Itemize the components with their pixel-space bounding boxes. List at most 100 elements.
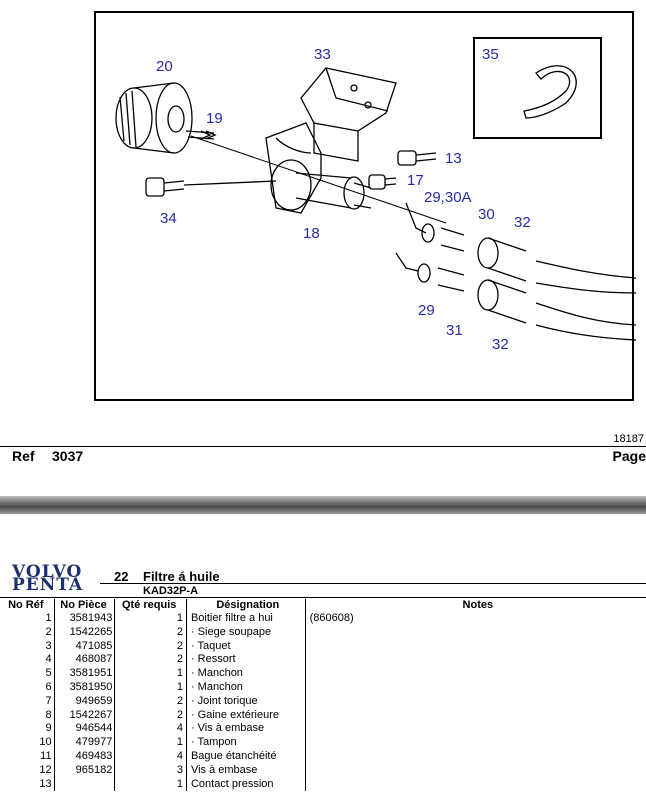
- callout-31: 31: [446, 322, 463, 339]
- callout-19: 19: [206, 110, 223, 127]
- cell-part: 3581943: [53, 612, 115, 626]
- cell-notes: [304, 777, 646, 792]
- callout-13: 13: [445, 150, 462, 167]
- cell-notes: (860608): [304, 612, 646, 626]
- cell-notes: [304, 625, 646, 640]
- callout-30: 30: [478, 206, 495, 223]
- cell-qty: 3: [114, 763, 187, 778]
- cell-notes: [304, 639, 646, 654]
- cell-ref: 5: [45, 667, 52, 680]
- bracket-drawing: [300, 67, 397, 162]
- cell-notes: [304, 680, 646, 695]
- cell-designation: · Ressort: [185, 653, 306, 668]
- table-top-rule: [0, 597, 646, 598]
- col-part: No Pièce: [53, 599, 115, 612]
- cell-part: 949659: [53, 694, 115, 709]
- cell-qty: 1: [114, 612, 187, 626]
- cell-part: 471085: [53, 639, 115, 654]
- callout-29: 29: [418, 302, 435, 319]
- cell-ref: 1: [45, 612, 52, 624]
- cell-designation: · Vis à embase: [185, 722, 306, 737]
- cell-designation: · Manchon: [185, 667, 306, 681]
- callout-32-upper: 32: [514, 214, 531, 231]
- hose-fitting-upper: [477, 237, 499, 269]
- cell-ref: 10: [39, 736, 52, 749]
- callout-18: 18: [303, 225, 320, 242]
- col-designation: Désignation: [185, 599, 306, 612]
- cell-qty: 2: [114, 625, 187, 640]
- seal-ring-lower: [417, 263, 431, 283]
- cell-notes: [304, 694, 646, 709]
- cell-designation: · Taquet: [185, 639, 306, 654]
- sensor-17-drawing: [368, 174, 386, 190]
- parts-table: No Réf No Pièce Qté requis Désignation N…: [0, 599, 646, 792]
- cell-ref: 9: [45, 722, 52, 735]
- cell-qty: 4: [114, 749, 187, 764]
- cell-designation: · Gaine extérieure: [185, 708, 306, 723]
- cell-part: 946544: [53, 722, 115, 737]
- cell-notes: [304, 749, 646, 764]
- cell-designation: Vis à embase: [185, 763, 306, 778]
- callout-32-lower: 32: [492, 336, 509, 353]
- page-separator-bar: [0, 496, 646, 514]
- cell-part: 3581951: [53, 667, 115, 681]
- cell-notes: [304, 708, 646, 723]
- cell-part: 1542265: [53, 625, 115, 640]
- table-header-row: No Réf No Pièce Qté requis Désignation N…: [0, 599, 646, 612]
- cell-part: 469483: [53, 749, 115, 764]
- filter-housing-drawing: [265, 122, 372, 214]
- cell-ref: 7: [45, 694, 52, 707]
- cell-designation: · Tampon: [185, 736, 306, 750]
- cell-ref: 8: [45, 708, 52, 721]
- callout-17: 17: [407, 172, 424, 189]
- oil-filter-drawing: [115, 82, 193, 154]
- cell-designation: Boitier filtre a hui: [185, 612, 306, 626]
- col-ref: No Réf: [8, 599, 44, 611]
- cell-designation: Contact pression: [185, 777, 306, 792]
- callout-35: 35: [482, 46, 499, 63]
- cell-ref: 12: [39, 763, 52, 776]
- document-number: 18187: [613, 433, 644, 445]
- page-label: Page: [612, 448, 646, 464]
- cell-ref: 4: [45, 653, 52, 666]
- section-title: Filtre á huile: [143, 569, 220, 584]
- clip-35-drawing: [523, 65, 577, 119]
- cell-qty: 1: [114, 667, 187, 681]
- logo-line-2: PENTA: [12, 575, 84, 595]
- cell-designation: · Manchon: [185, 680, 306, 695]
- seal-ring-upper: [421, 223, 435, 243]
- callout-20: 20: [156, 58, 173, 75]
- model-code: KAD32P-A: [143, 585, 199, 597]
- col-notes: Notes: [304, 599, 646, 612]
- cell-designation: Bague étanchéité: [185, 749, 306, 764]
- cell-ref: 13: [39, 777, 52, 790]
- cell-part: 468087: [53, 653, 115, 668]
- cell-part: 3581950: [53, 680, 115, 695]
- ref-value: 3037: [52, 448, 84, 464]
- logo-line-1: VOLVO: [12, 562, 83, 582]
- ref-label: Ref: [12, 448, 35, 464]
- col-qty: Qté requis: [114, 599, 187, 612]
- cell-designation: · Joint torique: [185, 694, 306, 709]
- cell-notes: [304, 736, 646, 750]
- cell-notes: [304, 667, 646, 681]
- parts-diagram-frame: 20 19 33 35 13 17 34 29,30A 30 32 18 29 …: [94, 11, 636, 401]
- inset-frame: [473, 37, 602, 139]
- cell-notes: [304, 763, 646, 778]
- cell-part: 965182: [53, 763, 115, 778]
- cell-qty: 1: [114, 736, 187, 750]
- cell-ref: 3: [45, 639, 52, 652]
- cell-part: [53, 777, 115, 792]
- sensor-13-drawing: [397, 150, 417, 166]
